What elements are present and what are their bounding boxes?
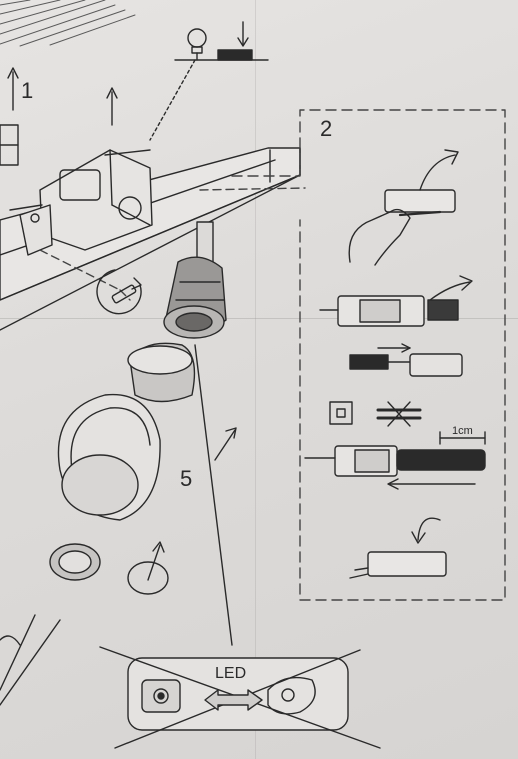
crossed-out-icon <box>376 401 422 427</box>
leader-line <box>194 344 233 646</box>
measure-bracket <box>439 431 486 445</box>
wire-springs <box>0 614 61 706</box>
square-icon <box>329 401 353 425</box>
guide-lines <box>39 187 306 301</box>
step2-dashed-box <box>231 109 506 601</box>
measurement-label: 1cm <box>452 425 473 437</box>
cable-strip-step <box>349 343 463 377</box>
junction-box <box>9 149 153 256</box>
connector-step <box>319 275 473 327</box>
open-cover-step <box>348 149 459 266</box>
wall-hatching <box>0 0 136 47</box>
paper-fold-line <box>0 318 518 319</box>
step5-label: 5 <box>180 466 193 491</box>
step1-arrow <box>7 67 19 111</box>
led-label: LED <box>215 665 247 682</box>
clip-with-arrow <box>127 541 169 595</box>
wire-insert-step <box>304 445 486 490</box>
led-warning-box <box>99 646 381 749</box>
step2-label: 2 <box>320 116 333 141</box>
switch-icon <box>174 21 269 61</box>
glass-shade <box>57 393 161 521</box>
rotate-arrow-icon <box>96 269 142 315</box>
left-bracket <box>0 124 19 166</box>
spotlight <box>163 221 227 339</box>
small-arrow <box>214 427 237 461</box>
step1-label: 1 <box>21 78 34 103</box>
close-cover-step <box>349 517 447 579</box>
reflector-ring <box>127 342 196 403</box>
paper-fold-line <box>255 0 256 759</box>
bulb-icon <box>187 28 207 61</box>
small-ring <box>49 543 101 581</box>
dotted-connector <box>149 59 196 141</box>
up-arrow <box>106 87 118 126</box>
